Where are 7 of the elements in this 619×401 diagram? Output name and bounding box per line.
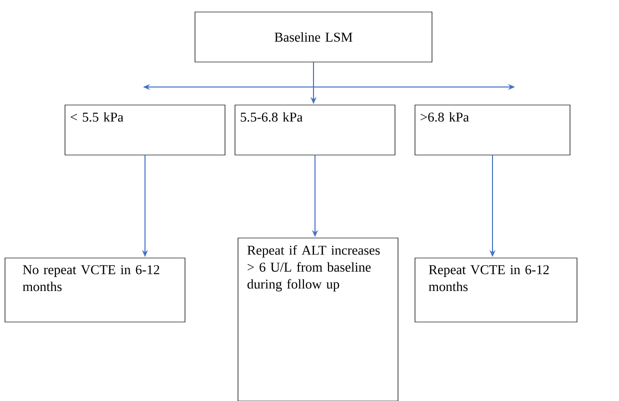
flow-box: >6.8 kPa [414, 104, 570, 156]
flow-box: Repeat VCTE in 6-12 months [414, 258, 578, 322]
flow-box: Baseline LSM [194, 12, 432, 62]
flow-box: No repeat VCTE in 6-12 months [4, 258, 186, 322]
flow-box: < 5.5 kPa [64, 104, 226, 156]
flow-box: Repeat if ALT increases > 6 U/L from baseline during follow up [238, 238, 398, 401]
flow-box: 5.5-6.8 kPa [234, 104, 396, 156]
